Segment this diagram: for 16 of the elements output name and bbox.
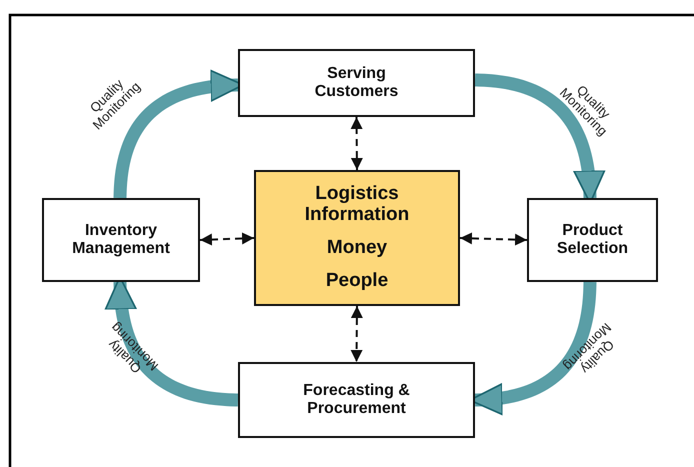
process-box [238, 49, 475, 117]
resource-box [254, 170, 460, 306]
dashed-arrow [350, 306, 363, 362]
process-box [527, 198, 658, 282]
process-box [42, 198, 200, 282]
dashed-arrow [350, 116, 363, 170]
node-text: Forecasting & Procurement [302, 382, 410, 418]
process-box [238, 362, 475, 438]
dashed-arrow [460, 232, 528, 246]
node-text: Logistics Information [304, 184, 410, 226]
node-text: Serving Customers [314, 65, 400, 101]
node-text: People [326, 270, 388, 292]
node-text: Product Selection [556, 222, 630, 258]
node-text: Money [326, 238, 388, 259]
node-text: Inventory Management [71, 222, 171, 258]
dashed-arrow [200, 232, 254, 246]
